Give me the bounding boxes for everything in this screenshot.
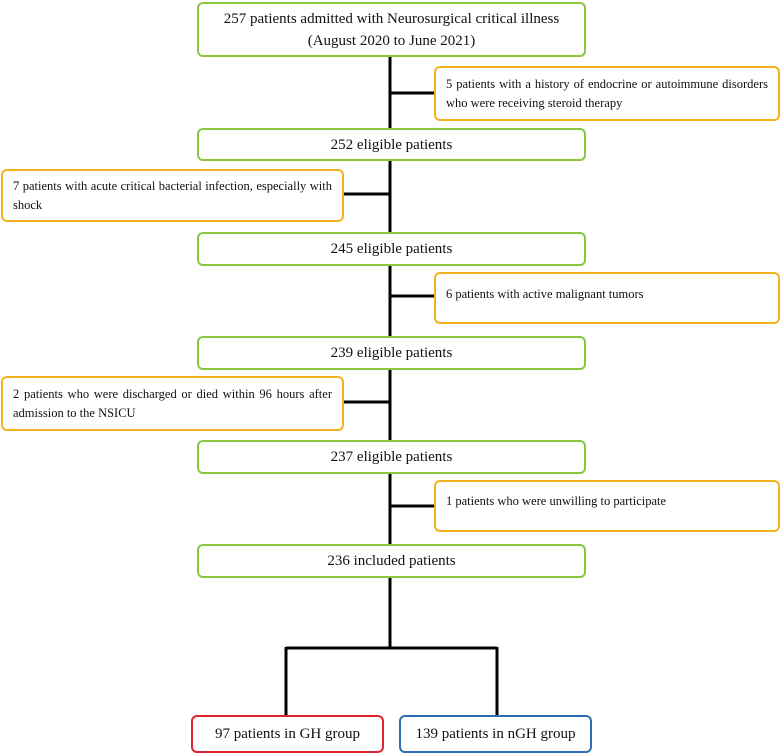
exclusion-box-5: 1 patients who were unwilling to partici… [434,480,780,532]
exclusion-text-3: 6 patients with active malignant tumors [446,287,644,301]
exclusion-box-1: 5 patients with a history of endocrine o… [434,66,780,121]
stage-text-1: 252 eligible patients [330,136,453,153]
included-box: 236 included patients [197,544,586,578]
ngh-group-box: 139 patients in nGH group [399,715,592,753]
included-text: 236 included patients [327,553,456,569]
gh-group-box: 97 patients in GH group [191,715,384,753]
stage-text-2: 245 eligible patients [330,241,453,257]
exclusion-text-4: 2 patients who were discharged or died w… [13,386,332,420]
exclusion-box-2: 7 patients with acute critical bacterial… [1,169,344,222]
stage-text-4: 237 eligible patients [330,449,453,465]
stage-box-3: 239 eligible patients [197,336,586,370]
gh-group-text: 97 patients in GH group [215,726,360,742]
stage-box-2: 245 eligible patients [197,232,586,266]
exclusion-text-5: 1 patients who were unwilling to partici… [446,494,667,508]
exclusion-text-2: 7 patients with acute critical bacterial… [13,178,332,212]
ngh-group-text: 139 patients in nGH group [415,726,576,742]
stage-box-1: 252 eligible patients [197,128,586,161]
start-box: 257 patients admitted with Neurosurgical… [197,2,586,57]
stage-box-4: 237 eligible patients [197,440,586,474]
stage-text-3: 239 eligible patients [330,345,453,361]
exclusion-box-3: 6 patients with active malignant tumors [434,272,780,324]
exclusion-box-4: 2 patients who were discharged or died w… [1,376,344,431]
start-date-range: (August 2020 to June 2021) [307,32,476,49]
start-title: 257 patients admitted with Neurosurgical… [223,10,560,27]
exclusion-text-1: 5 patients with a history of endocrine o… [446,76,768,110]
